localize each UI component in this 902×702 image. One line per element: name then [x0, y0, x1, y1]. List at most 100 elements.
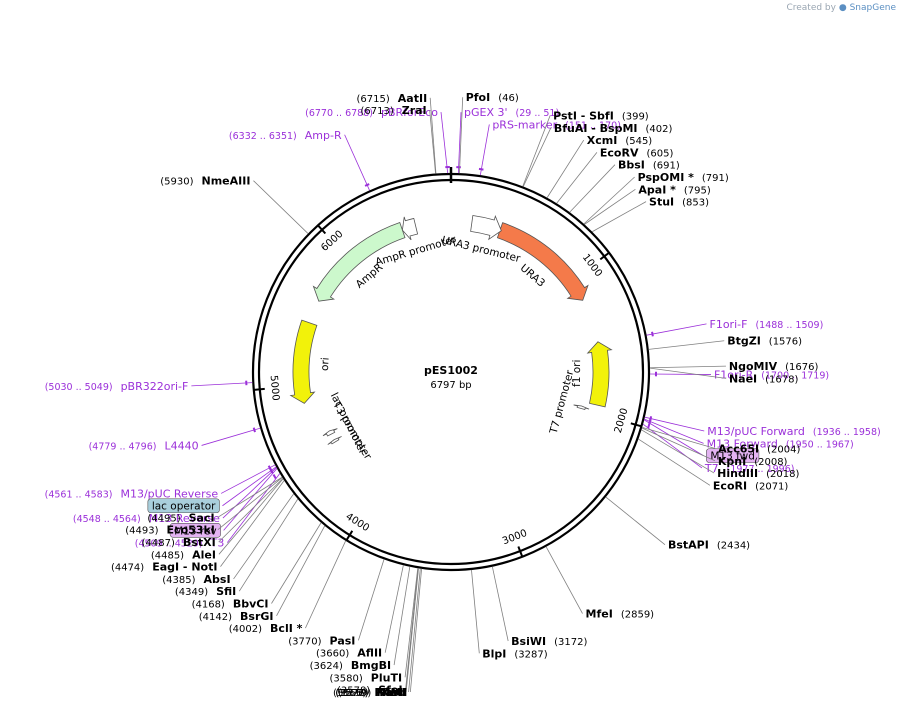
feature-t7-promoter: [573, 404, 590, 411]
feature-label-f1-ori: f1 ori: [571, 360, 583, 387]
site-name: HindIII: [717, 467, 758, 480]
primer-binding-mark: [647, 423, 651, 429]
site-position: (795): [684, 185, 711, 196]
site-position: (4142): [199, 612, 232, 623]
site-position: (1678): [765, 374, 798, 385]
site-kpni: KpnI(2008): [718, 455, 788, 468]
site-leader-line: [591, 201, 647, 233]
primer-binding-mark: [252, 427, 256, 433]
primer-t7: T7(1977 .. 1996): [647, 423, 794, 475]
primer-m13-fwd: M13 fwd: [648, 418, 760, 463]
plasmid-name: pES1002: [424, 364, 478, 377]
site-sfoi: SfoI(3578): [337, 684, 403, 697]
site-leader-line: [522, 127, 552, 187]
site-position: (3566): [333, 688, 366, 699]
site-leader-line: [641, 427, 716, 462]
site-name: PfoI: [466, 91, 491, 104]
site-leader-line: [546, 139, 585, 198]
primer-name: F1ori-F: [710, 318, 748, 331]
site-leader-line: [233, 493, 294, 580]
primer-leader-line: [220, 464, 276, 494]
feature-ampr: [312, 222, 406, 302]
tick-label: 1000: [580, 252, 604, 279]
site-position: (4485): [151, 550, 184, 561]
primer-m13-puc-forward: M13/pUC Forward(1936 .. 1958): [649, 416, 881, 438]
site-position: (399): [622, 111, 649, 122]
site-ngomiv: NgoMIV(1676): [729, 360, 819, 373]
primer-pbr322ori-f: pBR322ori-F(5030 .. 5049): [45, 380, 248, 393]
primer-name: L4440: [164, 439, 198, 452]
site-leader-line: [253, 180, 309, 234]
site-naei: NaeI (1678): [729, 372, 799, 385]
site-name: NaeI: [729, 372, 757, 385]
site-position: (853): [682, 198, 709, 209]
site-position: (3578): [337, 686, 370, 697]
site-position: (46): [498, 93, 519, 104]
snapgene-watermark: Created by ● SnapGene: [786, 3, 896, 13]
feature-label-ori: ori: [319, 357, 332, 371]
primer-position: (1488 .. 1509): [755, 320, 823, 331]
primer-position: (1950 .. 1967): [786, 439, 854, 450]
site-name: PluTI: [371, 671, 402, 684]
site-aatii: AatII(6715): [357, 92, 428, 105]
site-ecorv: EcoRV(605): [600, 146, 674, 159]
site-mfei: MfeI(2859): [586, 608, 655, 621]
site-group: PfoI(46)PstI - SbfI(399)BfuAI - BspMI(40…: [111, 91, 819, 699]
site-bsrgi: BsrGI (4142): [199, 610, 274, 623]
site-name: PspOMI *: [638, 171, 695, 184]
site-position: (3624): [310, 661, 343, 672]
primer-position: (4509 .. 4529): [135, 539, 203, 550]
primer-position: (1936 .. 1958): [813, 427, 881, 438]
site-name: BsrGI: [240, 610, 273, 623]
site-leader-line: [605, 496, 666, 546]
site-name: EcoRI: [713, 479, 747, 492]
site-position: (4495): [147, 513, 180, 524]
site-bsiwi: BsiWI(3172): [511, 635, 587, 648]
primer-leader-line: [223, 468, 278, 531]
site-position: (3580): [330, 673, 363, 684]
site-leader-line: [491, 566, 509, 642]
primer-binding-mark: [648, 418, 652, 424]
feature-badge: [147, 498, 220, 514]
site-acc65i: Acc65I(2004): [718, 442, 800, 455]
primer-name: lac operator: [152, 501, 216, 513]
site-name: Acc65I: [718, 442, 759, 455]
site-position: (4168): [192, 600, 225, 611]
site-position: (3577): [335, 688, 368, 699]
site-leader-line: [358, 559, 385, 641]
site-name: AflII: [357, 647, 382, 660]
site-name: SfiI: [216, 585, 236, 598]
site-leader-line: [238, 498, 299, 592]
site-leader-line: [545, 546, 583, 614]
primer-leader-line: [344, 134, 370, 191]
primer-f1ori-f: F1ori-F (1488 .. 1509): [651, 318, 823, 337]
site-name: Eco53kI: [167, 524, 215, 537]
site-leader-line: [429, 110, 436, 174]
site-absi: AbsI(4385): [162, 573, 230, 586]
site-position: (1676): [785, 362, 818, 373]
site-xcmi: XcmI(545): [587, 134, 653, 147]
primer-leader-line: [457, 112, 462, 174]
feature-lac-promoter: [322, 428, 338, 437]
site-sfii: SfiI(4349): [175, 585, 236, 598]
site-leader-line: [584, 188, 636, 225]
primer-name: pBRforEco: [381, 106, 438, 119]
site-name: EcoRV: [600, 146, 639, 159]
site-leader-line: [305, 540, 347, 629]
site-name: AleI: [192, 548, 216, 561]
site-aflii: AflII(3660): [316, 647, 382, 660]
primer-name: T7: [704, 462, 719, 475]
site-bfuai-bspmi: BfuAI - BspMI(402): [554, 122, 673, 135]
site-pspomi: PspOMI *(791): [638, 171, 729, 184]
site-position: (6715): [357, 94, 390, 105]
primer-amp-r: Amp-R(6332 .. 6351): [229, 129, 370, 187]
site-position: (3770): [288, 636, 321, 647]
site-msci: MscI(3559): [338, 686, 407, 699]
site-name: ApaI *: [638, 183, 676, 196]
site-nmeaiii: NmeAIII(5930): [160, 175, 250, 188]
tick-mark: [253, 387, 265, 391]
site-position: (4385): [162, 575, 195, 586]
tick-label: 2000: [613, 407, 631, 434]
